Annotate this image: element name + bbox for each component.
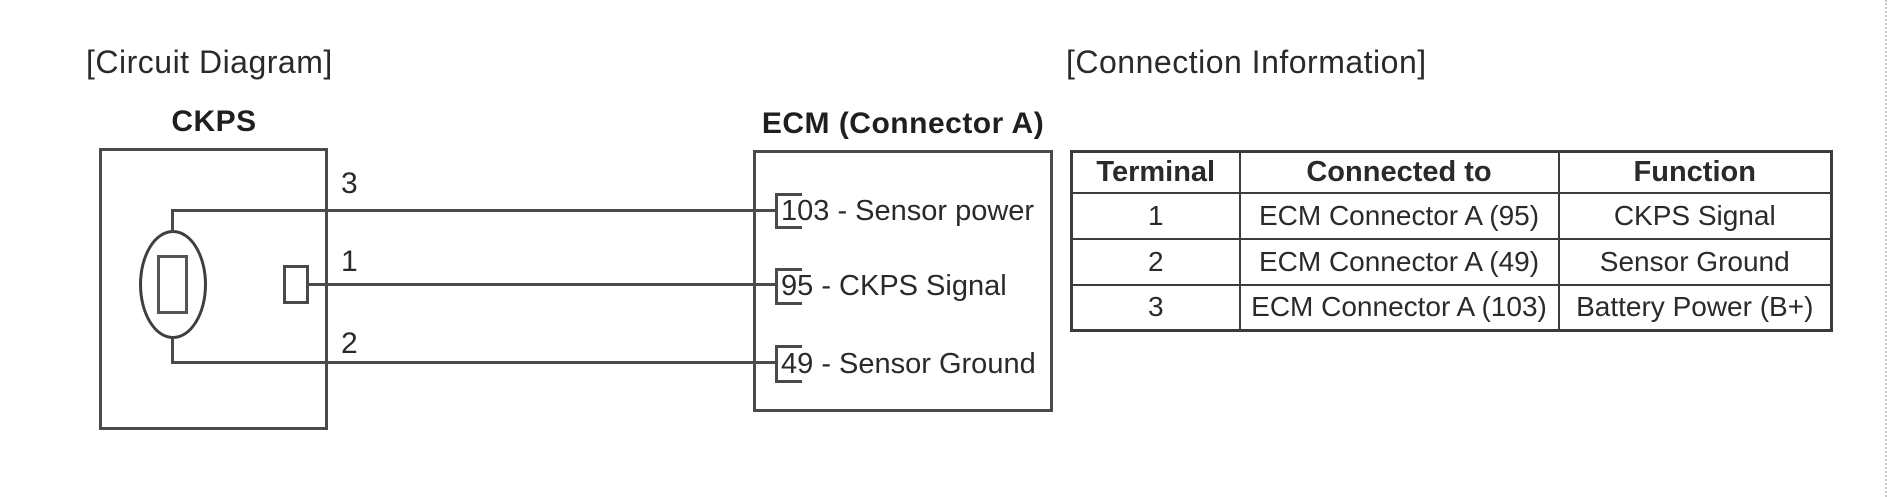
wire-terminal3-vertical: [171, 210, 174, 232]
table-header-row: Terminal Connected to Function: [1070, 150, 1833, 194]
ecm-pin-103-bracket: [775, 193, 802, 229]
ecm-pin-95-label: 95 - CKPS Signal: [781, 270, 1007, 302]
cell-connected-to: ECM Connector A (103): [1238, 283, 1560, 332]
cell-connected-to: ECM Connector A (95): [1238, 191, 1560, 240]
cell-terminal: 1: [1070, 191, 1241, 240]
table-header-connected-to: Connected to: [1238, 150, 1560, 194]
connection-information-heading: [Connection Information]: [1066, 44, 1427, 80]
circuit-diagram-heading: [Circuit Diagram]: [86, 44, 333, 80]
ecm-pin-103-label: 103 - Sensor power: [781, 194, 1035, 227]
table-row: 3 ECM Connector A (103) Battery Power (B…: [1070, 283, 1833, 332]
wire-terminal1-horizontal: [309, 283, 777, 286]
ecm-label: ECM (Connector A): [761, 107, 1045, 140]
wire-terminal2-horizontal: [171, 361, 777, 364]
cell-terminal: 3: [1070, 283, 1241, 332]
table-header-terminal: Terminal: [1070, 150, 1241, 194]
ckps-label: CKPS: [171, 105, 257, 138]
ecm-box: [753, 150, 1053, 412]
ecm-pin-49-label: 49 - Sensor Ground: [781, 347, 1036, 380]
terminal-3-label: 3: [341, 167, 358, 200]
connection-information-table: Terminal Connected to Function 1 ECM Con…: [1070, 150, 1833, 332]
cell-connected-to: ECM Connector A (49): [1238, 237, 1560, 286]
ckps-box: [99, 148, 328, 430]
cell-function: CKPS Signal: [1557, 191, 1833, 240]
table-header-function: Function: [1557, 150, 1833, 194]
page-edge-dotted-line: [1885, 0, 1887, 497]
ecm-pin-49-bracket: [775, 345, 802, 383]
cell-terminal: 2: [1070, 237, 1241, 286]
sensor-core-symbol: [157, 255, 188, 314]
terminal-2-label: 2: [341, 327, 358, 360]
table-row: 2 ECM Connector A (49) Sensor Ground: [1070, 237, 1833, 286]
wire-terminal3-horizontal: [171, 209, 777, 212]
ecm-pin-95-bracket: [775, 268, 802, 305]
wire-terminal2-vertical: [171, 339, 174, 363]
cell-function: Sensor Ground: [1557, 237, 1833, 286]
ckps-pin-symbol: [283, 265, 309, 304]
terminal-1-label: 1: [341, 245, 358, 278]
cell-function: Battery Power (B+): [1557, 283, 1833, 332]
table-row: 1 ECM Connector A (95) CKPS Signal: [1070, 191, 1833, 240]
